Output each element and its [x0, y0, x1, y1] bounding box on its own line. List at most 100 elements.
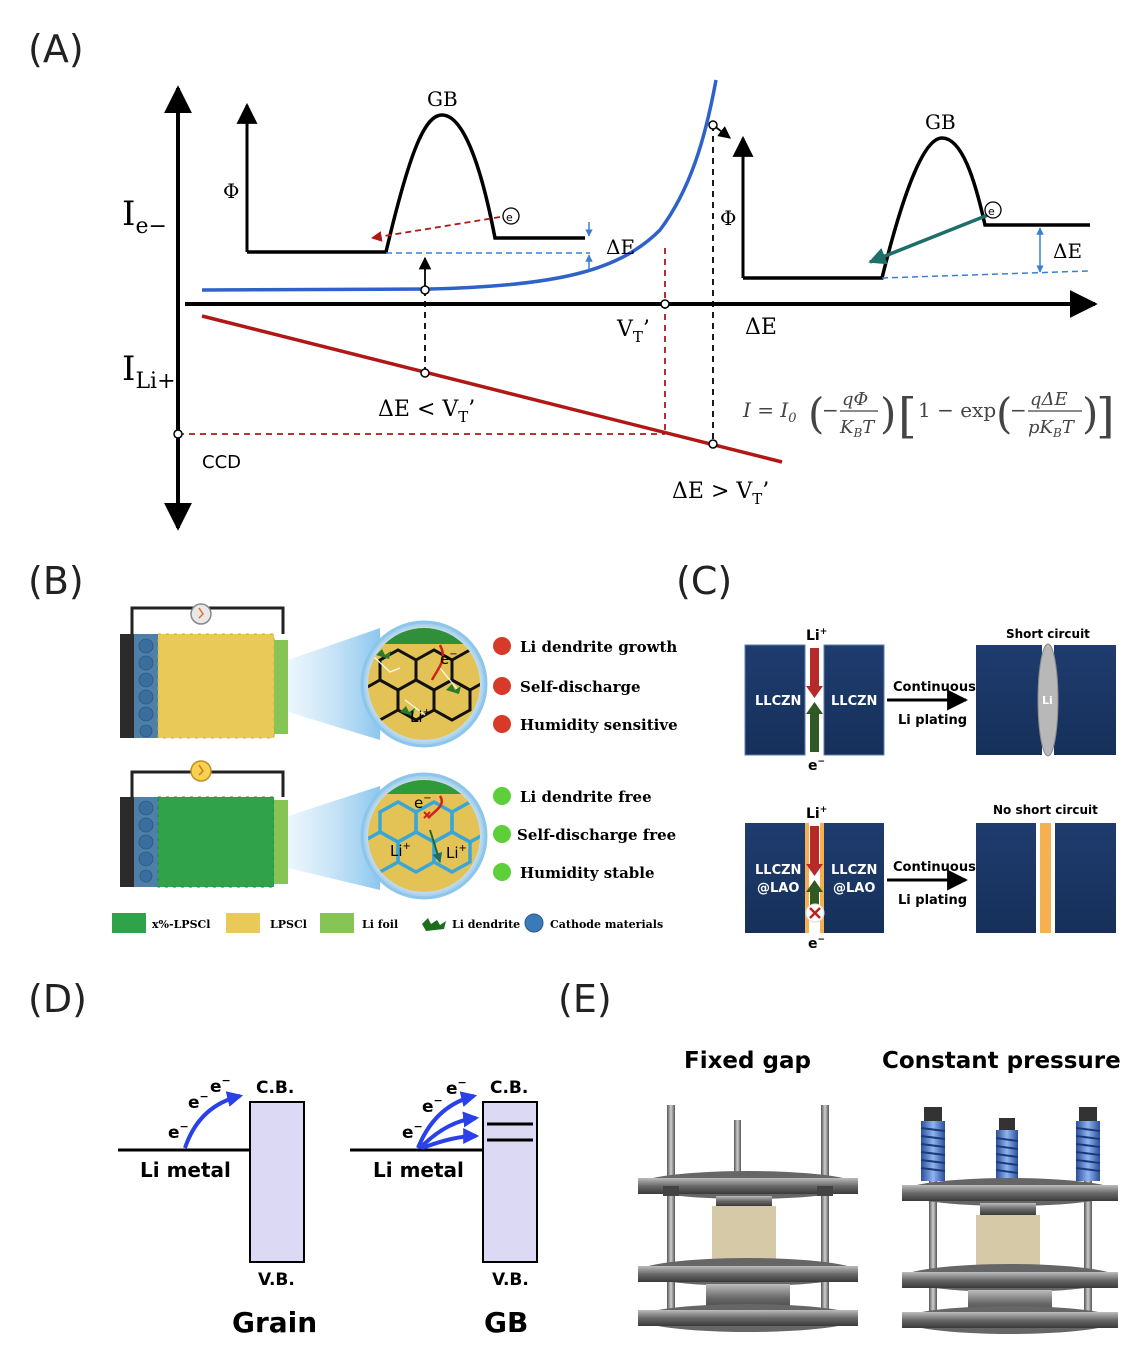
svg-text:e−: e−: [422, 1094, 443, 1117]
a-gb-label-1: GB: [427, 87, 458, 111]
svg-text:LPSCl: LPSCl: [270, 918, 307, 931]
b-li-foil-bottom: [274, 800, 288, 884]
c-li-ion-top: Li+: [806, 627, 827, 644]
b-electron-label-top: e−: [440, 649, 458, 668]
svg-text:qΦ: qΦ: [842, 389, 868, 410]
svg-text:1 − exp: 1 − exp: [918, 398, 996, 422]
svg-text:): ): [1082, 389, 1098, 438]
svg-text:LLCZN: LLCZN: [831, 863, 877, 878]
panel-b: (B): [28, 559, 678, 933]
d-gb-diagram: C.B. V.B. Li metal e− e− e− GB: [350, 1076, 538, 1339]
a-ccd-label: CCD: [202, 452, 241, 473]
c-li-filament: [1037, 643, 1059, 757]
b-li-dendrite-icon: [422, 918, 446, 931]
a-ili-label: ILi+: [122, 349, 176, 394]
d-grain-diagram: C.B. V.B. Li metal e− e− e− Grain: [118, 1074, 317, 1339]
svg-text:Humidity sensitive: Humidity sensitive: [520, 716, 678, 734]
a-electron-current-curve: [201, 79, 718, 292]
svg-text:Li plating: Li plating: [898, 713, 967, 728]
d-gb-label: GB: [484, 1306, 528, 1339]
svg-text:Continuous: Continuous: [893, 680, 976, 695]
panel-d-label: (D): [28, 977, 87, 1021]
svg-text:V.B.: V.B.: [258, 1270, 295, 1290]
b-sad-face-icon: [493, 637, 511, 655]
svg-text:e−: e−: [402, 1120, 423, 1143]
svg-text:]: ]: [1096, 388, 1115, 444]
svg-text:I = I0: I = I0: [742, 398, 797, 426]
a-phi-label-2: Φ: [720, 206, 736, 230]
b-cell-lpscl: e− Li+: [120, 603, 488, 748]
b-li-label-bottom-2: Li+: [446, 843, 467, 862]
b-bulb-on-icon: [190, 760, 212, 782]
a-ie-label: Ie−: [122, 194, 167, 239]
panel-c-label: (C): [676, 559, 732, 603]
svg-text:e: e: [988, 205, 995, 218]
svg-text:Li: Li: [1042, 694, 1053, 707]
e-spring-icon: [920, 1121, 1101, 1182]
svg-text:e−: e−: [188, 1090, 209, 1113]
svg-text:[: [: [898, 388, 917, 444]
b-li-foil-top: [274, 640, 288, 734]
svg-text:x%-LPSCl: x%-LPSCl: [152, 918, 210, 931]
svg-text:@LAO: @LAO: [833, 881, 875, 896]
svg-text:(: (: [808, 389, 824, 438]
svg-text:LLCZN: LLCZN: [755, 694, 801, 709]
svg-text:Self-discharge free: Self-discharge free: [517, 826, 676, 844]
c-blocked-icon: [809, 907, 821, 919]
svg-text:C.B.: C.B.: [256, 1078, 294, 1098]
panel-a-label: (A): [28, 27, 84, 71]
svg-text:No short circuit: No short circuit: [993, 803, 1098, 817]
panel-e-label: (E): [558, 977, 612, 1021]
svg-text:Continuous: Continuous: [893, 860, 976, 875]
svg-text:e−: e−: [210, 1074, 231, 1097]
b-smile-face-icon: [493, 863, 511, 881]
b-sad-face-icon: [493, 715, 511, 733]
panel-d: (D) C.B. V.B. Li metal e− e− e− Grain C.…: [28, 977, 538, 1339]
svg-text:KBT: KBT: [839, 417, 876, 440]
a-vt-label: VT’: [616, 317, 650, 346]
svg-text:Short circuit: Short circuit: [1006, 627, 1090, 641]
e-fixed-gap-fixture: [638, 1105, 858, 1332]
c-top-row: LLCZN LLCZN Li+ e− Continuous Li plating…: [744, 627, 1116, 774]
b-cell-x-lpscl: e− Li+ Li+: [120, 760, 488, 900]
a-phi-label-1: Φ: [223, 179, 239, 203]
svg-text:Li dendrite free: Li dendrite free: [520, 788, 652, 806]
svg-text:pKBT: pKBT: [1028, 417, 1076, 440]
b-bulb-off-icon: [190, 603, 212, 625]
svg-text:e−: e−: [168, 1120, 189, 1143]
svg-text:Li dendrite: Li dendrite: [452, 918, 520, 931]
c-li-ion-bottom: Li+: [806, 805, 827, 822]
svg-text:qΔE: qΔE: [1030, 389, 1068, 410]
svg-text:@LAO: @LAO: [757, 881, 799, 896]
e-constant-pressure-title: Constant pressure: [882, 1048, 1121, 1074]
svg-text:−: −: [822, 398, 839, 422]
a-equation: I = I0 ( − qΦ KBT ) [ 1 − exp ( − qΔE pK…: [742, 388, 1115, 444]
a-x-axis-label: ΔE: [745, 315, 777, 340]
b-li-label-bottom-1: Li+: [390, 841, 411, 860]
svg-text:e: e: [506, 211, 513, 224]
svg-text:V.B.: V.B.: [492, 1270, 529, 1290]
a-inset-low-field: GB Φ e ΔE: [223, 87, 635, 270]
panel-b-label: (B): [28, 559, 84, 603]
c-electron-top: e−: [808, 757, 825, 774]
a-electron-icon-1: [502, 207, 520, 225]
svg-text:Li metal: Li metal: [140, 1158, 231, 1182]
a-tunneling-electron-arrow: [868, 213, 989, 265]
svg-text:Humidity stable: Humidity stable: [520, 864, 655, 882]
b-li-label-top: Li+: [410, 707, 431, 726]
svg-text:(: (: [996, 389, 1012, 438]
svg-text:Cathode materials: Cathode materials: [550, 918, 663, 931]
a-electron-icon-2: [984, 201, 1002, 219]
b-cathode-icon: [524, 913, 544, 933]
a-de-less-label: ΔE < VT’: [378, 397, 475, 426]
c-electron-bottom: e−: [808, 935, 825, 952]
b-sad-face-icon: [493, 677, 511, 695]
c-lao-barrier: [1040, 823, 1051, 933]
svg-text:LLCZN: LLCZN: [755, 863, 801, 878]
a-de-more-label: ΔE > VT’: [672, 479, 769, 508]
a-li-current-line: [201, 314, 783, 464]
svg-text:): ): [880, 389, 896, 438]
c-bottom-row: LLCZN @LAO LLCZN @LAO Li+ e− Continuous …: [745, 803, 1116, 952]
svg-text:Self-discharge: Self-discharge: [520, 678, 641, 696]
